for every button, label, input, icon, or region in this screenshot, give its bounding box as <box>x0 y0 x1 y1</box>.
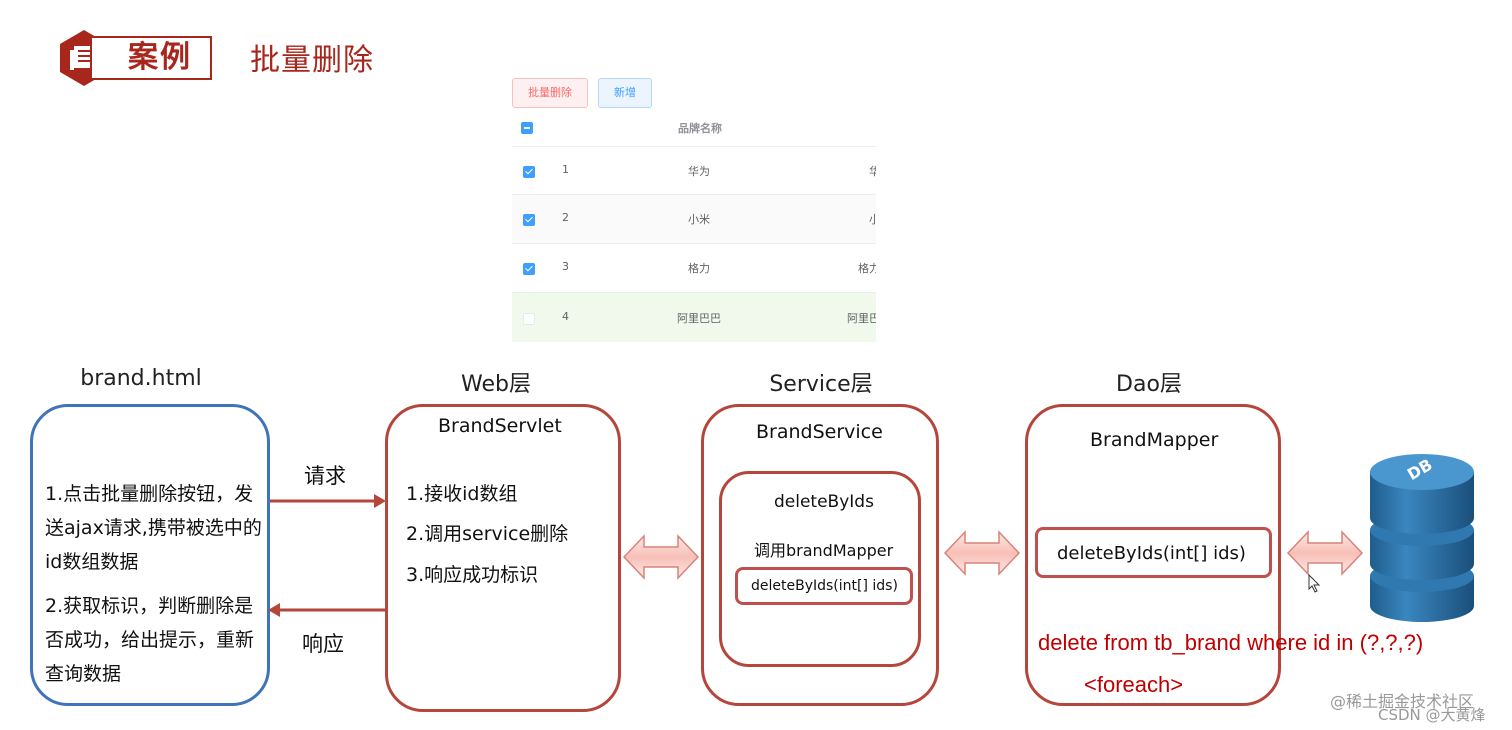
row-company-name: 阿里巴 <box>847 312 876 325</box>
service-layer-title: Service层 <box>769 372 873 397</box>
response-arrow <box>268 603 386 617</box>
row-brand-name: 小米 <box>688 213 710 226</box>
client-box: 1.点击批量删除按钮，发 送ajax请求,携带被选中的 id数组数据 2.获取标… <box>30 404 270 706</box>
section-badge-label: 案例 <box>128 40 192 75</box>
row-checkbox[interactable] <box>523 263 535 275</box>
row-index: 2 <box>562 211 569 224</box>
table-row[interactable]: 2 小米 小 <box>512 194 876 244</box>
row-brand-name: 华为 <box>688 165 710 178</box>
table-row[interactable]: 3 格力 格力 <box>512 243 876 293</box>
client-step2-line1: 2.获取标识，判断删除是 <box>45 595 254 617</box>
column-header-brand-name: 品牌名称 <box>678 122 722 135</box>
row-index: 1 <box>562 163 569 176</box>
client-step1-line2: 送ajax请求,携带被选中的 <box>45 517 262 539</box>
row-checkbox[interactable] <box>523 214 535 226</box>
watermark-csdn: CSDN @大黄烽 <box>1378 706 1486 724</box>
web-layer-title: Web层 <box>461 372 531 397</box>
table-header-row: 品牌名称 <box>512 110 876 144</box>
service-dao-double-arrow <box>943 530 1021 576</box>
mapper-name: BrandMapper <box>1090 429 1219 451</box>
servlet-name: BrandServlet <box>438 415 562 437</box>
web-step-1: 1.接收id数组 <box>406 483 518 505</box>
add-button[interactable]: 新增 <box>598 78 652 108</box>
web-layer-box: BrandServlet 1.接收id数组 2.调用service删除 3.响应… <box>385 404 621 712</box>
row-index: 3 <box>562 260 569 273</box>
web-step-3: 3.响应成功标识 <box>406 564 539 586</box>
row-company-name: 格力 <box>858 262 876 275</box>
section-badge <box>90 36 212 80</box>
select-all-checkbox[interactable] <box>521 122 533 134</box>
client-step1-line1: 1.点击批量删除按钮，发 <box>45 483 254 505</box>
service-signature: deleteByIds(int[] ids) <box>751 578 898 594</box>
dao-signature-box: deleteByIds(int[] ids) <box>1035 527 1272 578</box>
row-checkbox[interactable] <box>523 313 535 325</box>
row-brand-name: 阿里巴巴 <box>677 312 721 325</box>
watermark-juejin: @稀土掘金技术社区 <box>1330 692 1475 711</box>
row-brand-name: 格力 <box>688 262 710 275</box>
row-company-name: 小 <box>869 213 876 226</box>
mouse-cursor-icon <box>1308 574 1321 593</box>
sql-statement: delete from tb_brand where id in (?,?,?) <box>1038 630 1424 655</box>
request-arrow <box>270 494 386 508</box>
row-company-name: 华 <box>869 165 876 178</box>
service-name: BrandService <box>756 421 883 443</box>
dao-db-double-arrow <box>1286 530 1364 576</box>
dao-layer-title: Dao层 <box>1116 372 1182 397</box>
dao-signature: deleteByIds(int[] ids) <box>1057 543 1246 564</box>
service-call-text: 调用brandMapper <box>754 541 894 560</box>
client-step2-line3: 查询数据 <box>45 663 122 685</box>
client-title: brand.html <box>80 366 202 391</box>
service-method-name: deleteByIds <box>774 492 874 512</box>
page-title: 批量删除 <box>250 43 374 78</box>
foreach-tag: <foreach> <box>1084 672 1184 697</box>
brand-table: 品牌名称 1 华为 华 2 小米 小 3 格力 格力 4 阿里巴巴 阿里巴 <box>512 110 876 342</box>
web-step-2: 2.调用service删除 <box>406 523 569 545</box>
client-step2-line2: 否成功，给出提示，重新 <box>45 629 255 651</box>
batch-delete-button[interactable]: 批量删除 <box>512 78 588 108</box>
response-label: 响应 <box>302 632 344 656</box>
row-index: 4 <box>562 310 569 323</box>
table-row[interactable]: 1 华为 华 <box>512 146 876 195</box>
table-row[interactable]: 4 阿里巴巴 阿里巴 <box>512 292 876 342</box>
web-service-double-arrow <box>622 534 700 580</box>
service-signature-box: deleteByIds(int[] ids) <box>735 567 913 605</box>
row-checkbox[interactable] <box>523 166 535 178</box>
database-icon <box>1370 454 1474 622</box>
request-label: 请求 <box>304 464 346 488</box>
client-step1-line3: id数组数据 <box>45 551 139 573</box>
